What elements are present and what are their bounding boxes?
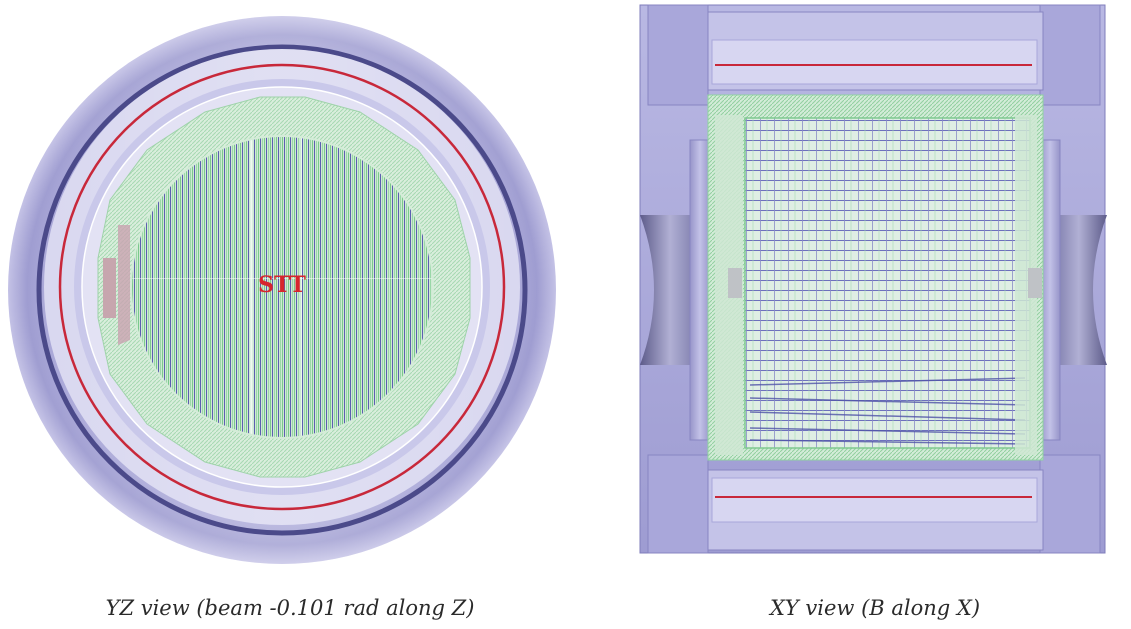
xy-view-drawing bbox=[639, 4, 1107, 554]
stt-straw-tubes bbox=[132, 137, 432, 437]
dark-ring bbox=[36, 44, 528, 536]
yz-view-drawing: STT bbox=[8, 16, 556, 564]
pink-sector bbox=[103, 258, 116, 318]
yz-view-caption: YZ view (beam -0.101 rad along Z) bbox=[105, 596, 475, 620]
right-beam-bore bbox=[1060, 215, 1107, 365]
red-coil-circle bbox=[58, 63, 506, 511]
yz-view-panel: STT bbox=[0, 0, 560, 580]
left-beam-bore bbox=[640, 215, 690, 365]
tracker-wire-grid bbox=[745, 118, 1030, 448]
stt-label: STT bbox=[258, 272, 306, 298]
xy-view-panel bbox=[620, 0, 1131, 580]
xy-view-caption: XY view (B along X) bbox=[769, 596, 981, 620]
tracker-diagonal-wires bbox=[749, 377, 1026, 445]
